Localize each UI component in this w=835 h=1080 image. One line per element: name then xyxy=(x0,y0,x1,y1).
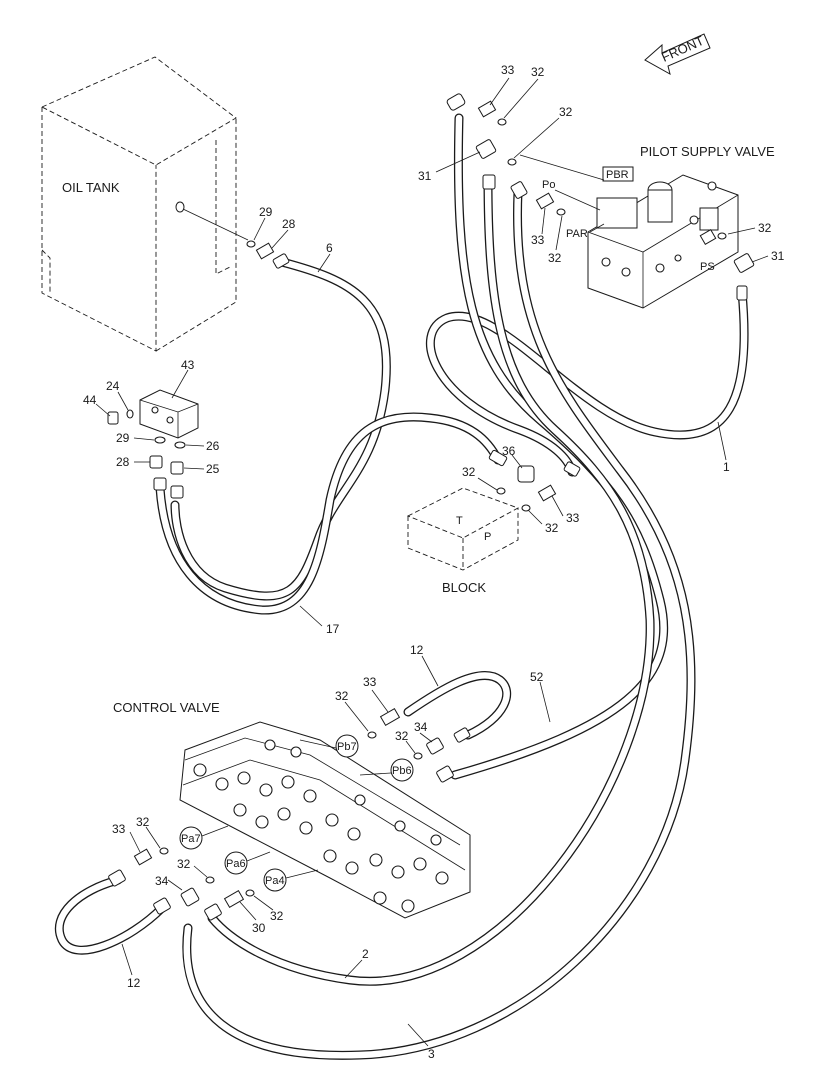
callout: 34 xyxy=(155,874,169,888)
callout: 33 xyxy=(363,675,377,689)
callout: 12 xyxy=(127,976,141,990)
block-label: BLOCK xyxy=(442,580,486,595)
fittings xyxy=(107,93,755,921)
adapter-block-43 xyxy=(139,389,199,439)
hose-12-lower xyxy=(54,875,167,955)
port-t: T xyxy=(456,515,463,527)
callout: 32 xyxy=(177,857,191,871)
port-labels: PBR Po PAR PS Pb7 Pb6 Pa7 Pa6 Pa4 xyxy=(179,154,715,892)
oil-tank: OIL TANK xyxy=(41,56,249,352)
callout: 34 xyxy=(414,720,428,734)
callout: 32 xyxy=(545,521,559,535)
callout: 32 xyxy=(531,65,545,79)
port-po: Po xyxy=(542,179,555,191)
port-p: P xyxy=(484,531,491,543)
control-valve-label: CONTROL VALVE xyxy=(113,700,220,715)
pilot-supply-valve-label: PILOT SUPPLY VALVE xyxy=(640,144,775,159)
callout: 17 xyxy=(326,622,340,636)
control-valve-spools xyxy=(193,739,449,913)
callout: 32 xyxy=(758,221,772,235)
hose-3 xyxy=(182,187,696,1060)
callout: 1 xyxy=(723,460,730,474)
callout: 52 xyxy=(530,670,544,684)
port-pb7: Pb7 xyxy=(337,741,357,753)
callout: 32 xyxy=(335,689,349,703)
port-pbr: PBR xyxy=(606,169,629,181)
oil-tank-label: OIL TANK xyxy=(62,180,120,195)
hose-2 xyxy=(207,175,655,986)
front-arrow: FRONT xyxy=(644,33,711,76)
callout: 6 xyxy=(326,241,333,255)
callout: 32 xyxy=(548,251,562,265)
callout: 28 xyxy=(116,455,130,469)
callout: 2 xyxy=(362,947,369,961)
callout: 33 xyxy=(501,63,515,77)
callout: 33 xyxy=(566,511,580,525)
port-pb6: Pb6 xyxy=(392,765,412,777)
callout: 25 xyxy=(206,462,220,476)
pilot-supply-valve: PILOT SUPPLY VALVE xyxy=(587,144,775,309)
hose-6 xyxy=(170,257,391,601)
callout: 12 xyxy=(410,643,424,657)
callout: 32 xyxy=(395,729,409,743)
callout: 26 xyxy=(206,439,220,453)
callouts: 33 32 32 31 33 32 32 31 29 28 6 43 24 44… xyxy=(83,63,785,1061)
callout: 29 xyxy=(116,431,130,445)
callout: 33 xyxy=(531,233,545,247)
callout-leaders xyxy=(95,77,769,1047)
callout: 36 xyxy=(502,444,516,458)
callout: 32 xyxy=(136,815,150,829)
o-rings xyxy=(126,118,727,897)
hose-17 xyxy=(155,412,503,615)
control-valve: CONTROL VALVE xyxy=(113,700,471,919)
callout: 32 xyxy=(559,105,573,119)
callout: 44 xyxy=(83,393,97,407)
hose-12-upper xyxy=(403,671,512,740)
callout: 3 xyxy=(428,1047,435,1061)
block: T P BLOCK xyxy=(406,487,520,595)
callout: 32 xyxy=(462,465,476,479)
port-ps: PS xyxy=(700,261,715,273)
callout: 33 xyxy=(112,822,126,836)
port-pa7: Pa7 xyxy=(181,833,201,845)
port-pa4: Pa4 xyxy=(265,875,285,887)
callout: 31 xyxy=(418,169,432,183)
callout: 24 xyxy=(106,379,120,393)
callout: 43 xyxy=(181,358,195,372)
callout: 31 xyxy=(771,249,785,263)
port-pa6: Pa6 xyxy=(226,858,246,870)
port-par: PAR xyxy=(566,228,588,240)
callout: 30 xyxy=(252,921,266,935)
callout: 29 xyxy=(259,205,273,219)
callout: 32 xyxy=(270,909,284,923)
callout: 28 xyxy=(282,217,296,231)
